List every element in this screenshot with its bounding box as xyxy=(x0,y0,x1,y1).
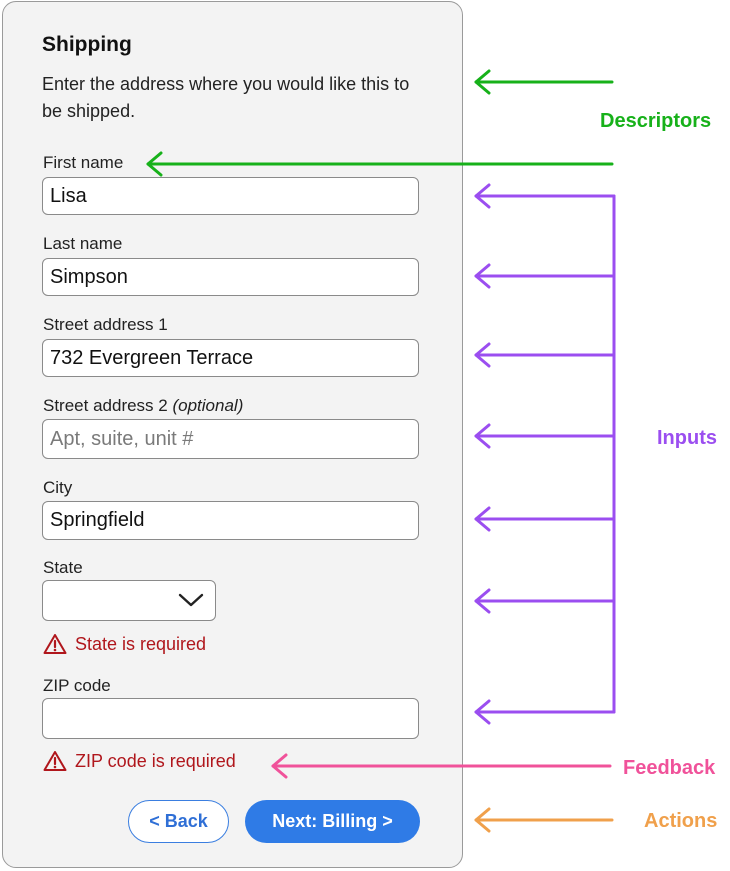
street-address-2-label: Street address 2 (optional) xyxy=(43,396,243,416)
street-address-2-input[interactable] xyxy=(42,419,419,459)
warning-icon xyxy=(43,634,67,654)
warning-icon xyxy=(43,751,67,771)
zip-code-input[interactable] xyxy=(42,698,419,739)
street-address-2-label-text: Street address 2 xyxy=(43,396,168,415)
next-billing-button[interactable]: Next: Billing > xyxy=(245,800,420,843)
state-error-text: State is required xyxy=(75,633,207,654)
optional-tag: (optional) xyxy=(172,396,244,415)
city-input[interactable] xyxy=(42,501,419,540)
actions-arrow xyxy=(474,807,614,833)
state-label: State xyxy=(43,558,83,577)
street-address-1-input[interactable] xyxy=(42,339,419,377)
last-name-input[interactable] xyxy=(42,258,419,296)
last-name-label: Last name xyxy=(43,234,123,253)
zip-error-message: ZIP code is required xyxy=(43,749,236,773)
state-error-message: State is required xyxy=(43,632,206,656)
chevron-down-icon xyxy=(178,592,204,613)
form-description: Enter the address where you would like t… xyxy=(42,74,410,121)
descriptors-arrows xyxy=(146,69,614,177)
city-label: City xyxy=(43,478,73,497)
first-name-label: First name xyxy=(43,153,124,172)
inputs-annotation: Inputs xyxy=(657,427,717,449)
form-title: Shipping xyxy=(42,33,132,56)
feedback-arrow xyxy=(271,753,612,779)
zip-error-text: ZIP code is required xyxy=(75,750,236,771)
first-name-input[interactable] xyxy=(42,177,419,215)
state-select[interactable] xyxy=(42,580,216,621)
back-button[interactable]: < Back xyxy=(128,800,229,843)
feedback-annotation: Feedback xyxy=(623,757,716,779)
street-address-1-label: Street address 1 xyxy=(43,315,168,334)
actions-annotation: Actions xyxy=(644,810,718,832)
descriptors-annotation: Descriptors xyxy=(600,110,712,132)
inputs-arrows xyxy=(474,183,616,725)
zip-code-label: ZIP code xyxy=(43,676,111,695)
